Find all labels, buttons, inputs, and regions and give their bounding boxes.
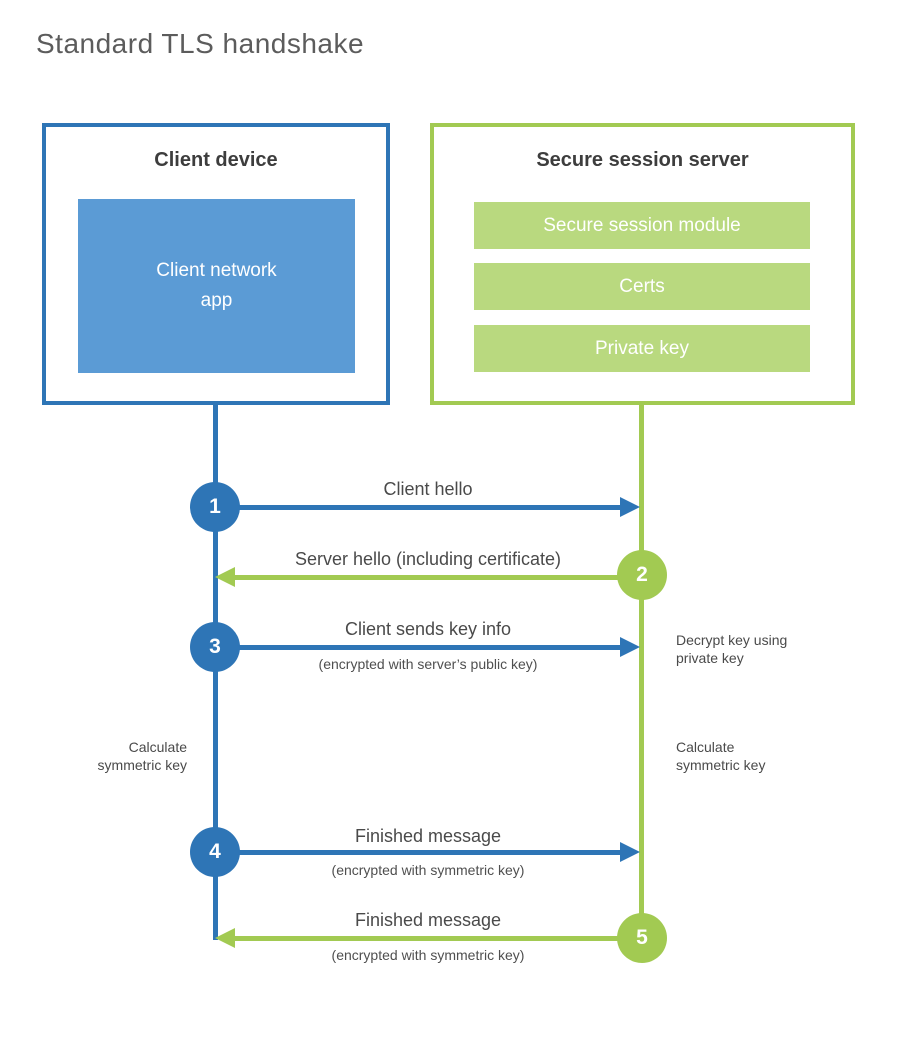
calc-client-line2: symmetric key bbox=[97, 756, 187, 773]
step2-circle: 2 bbox=[617, 550, 667, 600]
step3-arrow-line bbox=[215, 645, 621, 650]
calc-client-line1: Calculate bbox=[128, 739, 187, 755]
step2-label: Server hello (including certificate) bbox=[294, 549, 562, 569]
page-title: Standard TLS handshake bbox=[36, 28, 365, 59]
step1-arrowhead-icon bbox=[620, 497, 640, 517]
step4-arrow-line bbox=[215, 850, 621, 855]
step3-label: Client sends key info bbox=[344, 619, 512, 639]
client-device-title: Client device bbox=[154, 149, 278, 171]
decrypt-key-note-line2: private key bbox=[676, 649, 744, 666]
step5-arrow-line bbox=[233, 936, 618, 941]
calc-server-line1: Calculate bbox=[676, 739, 735, 755]
step3-arrowhead-icon bbox=[620, 637, 640, 657]
step1-arrow-line bbox=[215, 505, 621, 510]
step3-circle: 3 bbox=[190, 622, 240, 672]
client-app-label-line2: app bbox=[200, 290, 233, 311]
decrypt-key-note-line1: Decrypt key using bbox=[676, 632, 788, 648]
step5-label: Finished message bbox=[354, 910, 502, 930]
step1-label: Client hello bbox=[383, 479, 473, 499]
server-module-certs: Certs bbox=[474, 263, 810, 310]
server-lifeline bbox=[639, 403, 644, 933]
step2-arrow-line bbox=[233, 575, 642, 580]
step4-arrowhead-icon bbox=[620, 842, 640, 862]
step4-label: Finished message bbox=[354, 826, 502, 846]
step3-sublabel: (encrypted with server’s public key) bbox=[318, 656, 538, 672]
step5-sublabel: (encrypted with symmetric key) bbox=[331, 947, 525, 963]
calc-server-line2: symmetric key bbox=[676, 756, 766, 773]
step4-sublabel: (encrypted with symmetric key) bbox=[331, 862, 525, 878]
calc-symmetric-key-note-server: Calculate symmetric key bbox=[676, 739, 765, 774]
server-module-private-key: Private key bbox=[474, 325, 810, 372]
server-module-secure-session: Secure session module bbox=[474, 202, 810, 249]
step1-circle: 1 bbox=[190, 482, 240, 532]
step5-circle: 5 bbox=[617, 913, 667, 963]
step5-arrowhead-icon bbox=[215, 928, 235, 948]
client-network-app-box: Client network app bbox=[78, 199, 355, 373]
client-app-label-line1: Client network bbox=[156, 260, 277, 281]
step4-circle: 4 bbox=[190, 827, 240, 877]
calc-symmetric-key-note-client: Calculate symmetric key bbox=[40, 739, 187, 774]
step2-arrowhead-icon bbox=[215, 567, 235, 587]
decrypt-key-note: Decrypt key using private key bbox=[676, 632, 787, 667]
secure-session-server-title: Secure session server bbox=[536, 149, 749, 171]
